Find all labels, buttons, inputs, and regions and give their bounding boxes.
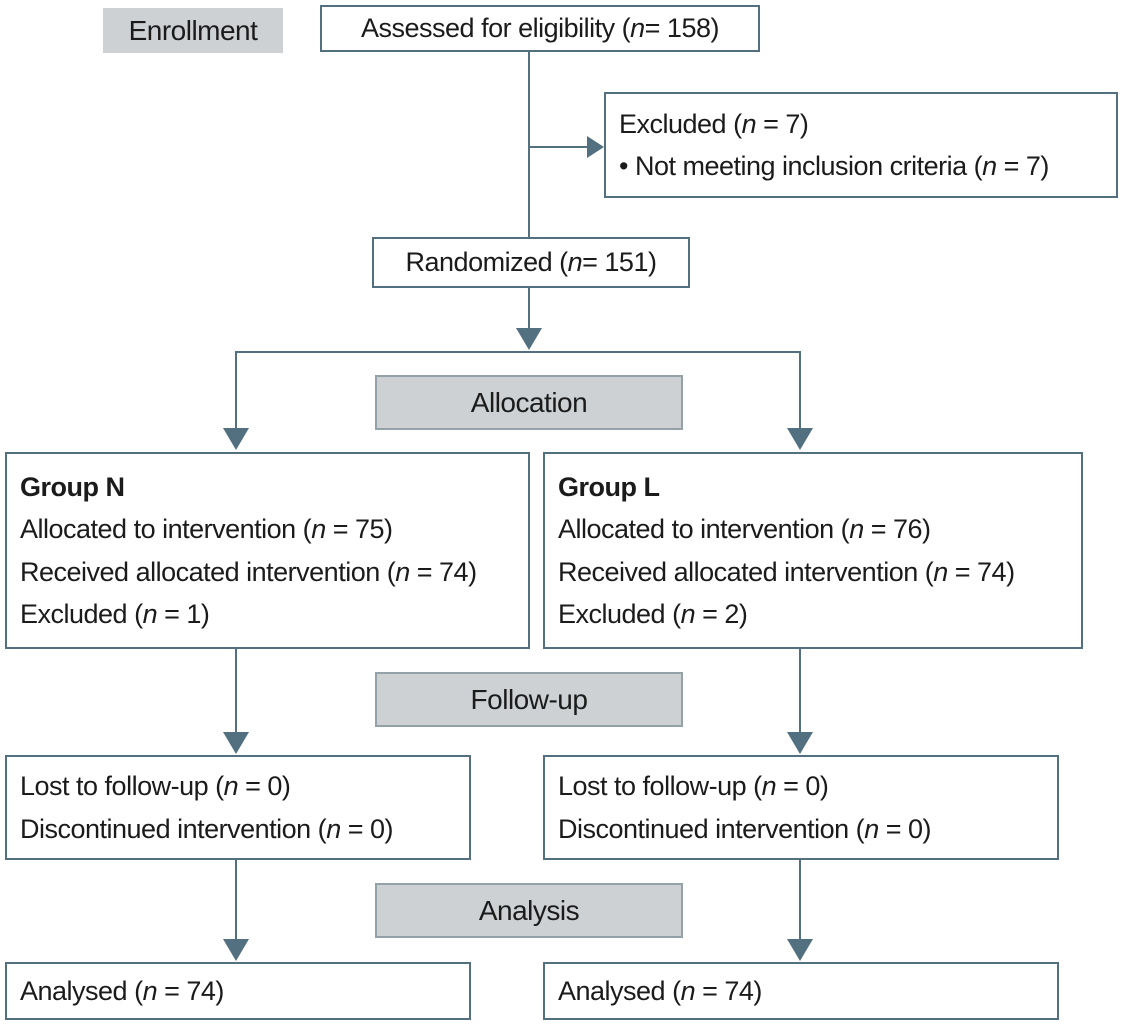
- section-label-followup: Follow-up: [375, 672, 683, 727]
- group-n-line: Excluded (n = 1): [20, 598, 210, 629]
- assessed-box: Assessed for eligibility (n = 158): [320, 5, 760, 52]
- group-l-line: Received allocated intervention (n = 74): [558, 556, 1015, 587]
- excluded-box: Excluded (n = 7) • Not meeting inclusion…: [604, 92, 1118, 198]
- lost-n-box: Lost to follow-up (n = 0) Discontinued i…: [5, 755, 471, 860]
- lost-l-line: Discontinued intervention (n = 0): [558, 813, 932, 844]
- connector-split-group-n: [235, 351, 237, 429]
- connector-assessed-randomized: [528, 52, 530, 237]
- lost-n-line: Discontinued intervention (n = 0): [20, 813, 394, 844]
- connector-group-n-followup: [235, 649, 237, 733]
- arrowhead-excluded: [587, 136, 604, 158]
- split-line-allocation: [235, 351, 801, 353]
- arrowhead-lost-n: [223, 732, 249, 754]
- group-l-line: Excluded (n = 2): [558, 598, 748, 629]
- arrowhead-group-n: [223, 428, 249, 450]
- lost-n-line: Lost to follow-up (n = 0): [20, 771, 291, 802]
- group-l-title: Group L: [558, 472, 660, 503]
- excluded-line: • Not meeting inclusion criteria (n = 7): [619, 151, 1049, 181]
- excluded-line: Excluded (n = 7): [619, 108, 809, 139]
- arrowhead-group-l: [787, 428, 813, 450]
- section-label-enrollment: Enrollment: [103, 8, 283, 53]
- connector-lost-l-analysed: [799, 860, 801, 940]
- connector-randomized-split: [528, 288, 530, 330]
- group-n-line: Allocated to intervention (n = 75): [20, 514, 393, 545]
- arrowhead-lost-l: [787, 732, 813, 754]
- analysed-n-box: Analysed (n = 74): [5, 962, 471, 1020]
- arrowhead-split: [516, 328, 542, 350]
- randomized-box: Randomized (n = 151): [372, 237, 690, 288]
- group-l-line: Allocated to intervention (n = 76): [558, 514, 931, 545]
- group-l-box: Group L Allocated to intervention (n = 7…: [543, 452, 1083, 649]
- connector-lost-n-analysed: [235, 860, 237, 940]
- arrowhead-analysed-l: [787, 939, 813, 961]
- section-label-analysis: Analysis: [375, 883, 683, 938]
- connector-group-l-followup: [799, 649, 801, 733]
- lost-l-line: Lost to follow-up (n = 0): [558, 771, 829, 802]
- analysed-n-line: Analysed (n = 74): [20, 975, 224, 1006]
- analysed-l-line: Analysed (n = 74): [558, 975, 762, 1006]
- lost-l-box: Lost to follow-up (n = 0) Discontinued i…: [543, 755, 1059, 860]
- group-n-title: Group N: [20, 472, 125, 503]
- group-n-line: Received allocated intervention (n = 74): [20, 556, 477, 587]
- analysed-l-box: Analysed (n = 74): [543, 962, 1059, 1020]
- group-n-box: Group N Allocated to intervention (n = 7…: [5, 452, 530, 649]
- connector-to-excluded: [529, 146, 588, 148]
- section-label-allocation: Allocation: [375, 375, 683, 430]
- arrowhead-analysed-n: [223, 939, 249, 961]
- connector-split-group-l: [799, 351, 801, 429]
